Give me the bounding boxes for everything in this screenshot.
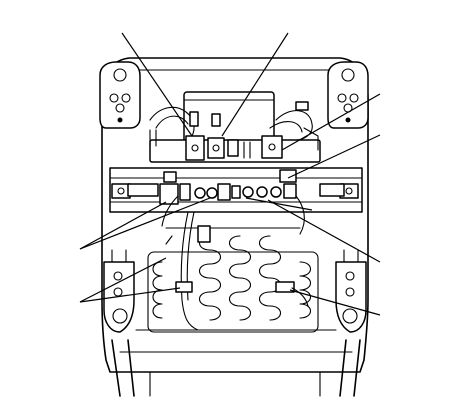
right-upper-hinge-bracket (327, 61, 369, 129)
callout-3-leader (281, 93, 381, 151)
callout-6b-leader (79, 287, 181, 303)
callout-5a-leader (79, 201, 167, 250)
callout-5b-leader (79, 197, 211, 250)
callout-1-leader (121, 32, 193, 137)
callout-4b-leader (245, 197, 313, 211)
right-lower-bracket (335, 249, 367, 333)
callout-2-leader (221, 32, 289, 137)
callout-4-leader (287, 134, 381, 179)
callout-6a-leader (79, 257, 167, 303)
left-lower-bracket (103, 249, 135, 333)
connector-row (159, 169, 305, 235)
callout-leaders (79, 32, 381, 316)
lower-wire-harness (165, 211, 309, 331)
left-upper-hinge-bracket (99, 61, 141, 129)
control-module (149, 91, 321, 163)
callout-8-leader (289, 289, 381, 316)
callout-7-leader (267, 199, 381, 263)
seat-springs (147, 227, 319, 333)
